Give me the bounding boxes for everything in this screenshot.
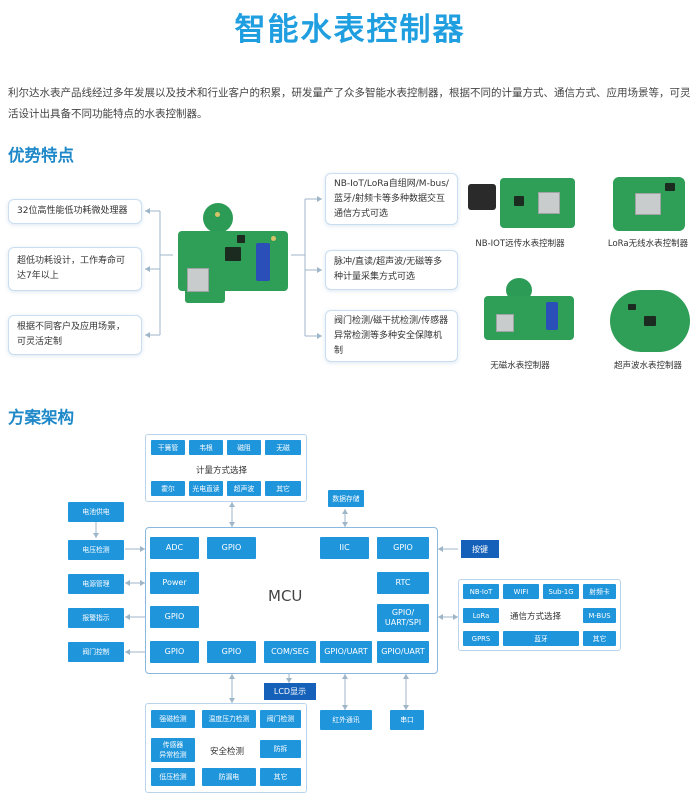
comm-option: WIFI xyxy=(503,584,539,599)
key-button-block: 按键 xyxy=(461,540,499,558)
comm-option: NB-IoT xyxy=(463,584,499,599)
non-magnetic-board-image xyxy=(484,278,574,352)
mcu-label: MCU xyxy=(268,587,303,605)
product-caption-ultrasonic: 超声波水表控制器 xyxy=(613,361,682,371)
comm-option: 蓝牙 xyxy=(503,631,579,646)
feature-text: 脉冲/直读/超声波/无磁等多种计量采集方式可选 xyxy=(334,257,443,282)
safety-label: 安全检测 xyxy=(210,747,245,757)
mcu-pin-iic: IIC xyxy=(320,537,369,559)
feature-box-customize: 根据不同客户及应用场景，可灵活定制 xyxy=(8,315,142,355)
safety-option: 传感器 异常检测 xyxy=(151,738,195,762)
valve-control-block: 阀门控制 xyxy=(68,642,124,662)
mcu-pin-gpio-uart-spi: GPIO/ UART/SPI xyxy=(377,604,429,632)
feature-text: 32位高性能低功耗微处理器 xyxy=(17,206,128,216)
architecture-heading: 方案架构 xyxy=(8,408,74,427)
metering-option: 干簧管 xyxy=(151,440,185,455)
intro-paragraph: 利尔达水表产品线经过多年发展以及技术和行业客户的积累，研发量产了众多智能水表控制… xyxy=(8,87,691,120)
advantages-heading: 优势特点 xyxy=(8,146,74,165)
feature-box-metering: 脉冲/直读/超声波/无磁等多种计量采集方式可选 xyxy=(325,250,458,290)
feature-text: 阀门检测/磁干扰检测/传感器异常检测等多种安全保障机制 xyxy=(334,315,449,356)
power-management-block: 电源管理 xyxy=(68,574,124,594)
communication-label: 通信方式选择 xyxy=(510,612,562,622)
product-caption-nb-iot: NB-IOT远传水表控制器 xyxy=(475,239,565,249)
feature-text: 根据不同客户及应用场景，可灵活定制 xyxy=(17,322,126,347)
ultrasonic-board-image xyxy=(610,290,690,352)
product-caption-lora: LoRa无线水表控制器 xyxy=(607,239,689,249)
data-storage-block: 数据存储 xyxy=(328,490,364,507)
serial-port-block: 串口 xyxy=(390,710,424,730)
mcu-pin-rtc: RTC xyxy=(377,572,429,594)
controller-board-image xyxy=(173,203,291,306)
feature-box-communication: NB-IoT/LoRa自组网/M-bus/蓝牙/射频卡等多种数据交互通信方式可选 xyxy=(325,173,458,225)
feature-box-safety: 阀门检测/磁干扰检测/传感器异常检测等多种安全保障机制 xyxy=(325,310,458,362)
comm-option: Sub-1G xyxy=(543,584,579,599)
feature-text: 超低功耗设计，工作寿命可达7年以上 xyxy=(17,256,126,281)
lora-board-image xyxy=(613,177,685,231)
alarm-indicator-block: 报警指示 xyxy=(68,608,124,628)
metering-option: 韦根 xyxy=(189,440,223,455)
metering-option: 霍尔 xyxy=(151,481,185,496)
safety-option: 阀门检测 xyxy=(260,710,301,728)
safety-option: 其它 xyxy=(260,768,301,786)
comm-option: LoRa xyxy=(463,608,499,623)
safety-option: 防漏电 xyxy=(202,768,256,786)
comm-option: 射频卡 xyxy=(583,584,616,599)
nb-iot-board-image xyxy=(468,172,578,234)
safety-option: 强磁检测 xyxy=(151,710,195,728)
metering-label: 计量方式选择 xyxy=(196,466,248,476)
mcu-pin-power: Power xyxy=(150,572,199,594)
mcu-pin-com-seg: COM/SEG xyxy=(264,641,316,663)
mcu-pin-gpio-top: GPIO xyxy=(207,537,256,559)
lcd-display-block: LCD显示 xyxy=(264,683,316,700)
product-caption-non-magnetic: 无磁水表控制器 xyxy=(490,361,550,371)
comm-option: 其它 xyxy=(583,631,616,646)
metering-option: 无磁 xyxy=(265,440,301,455)
comm-option: M-BUS xyxy=(583,608,616,623)
mcu-pin-gpio-left: GPIO xyxy=(150,641,199,663)
mcu-pin-gpio-uart: GPIO/UART xyxy=(377,641,429,663)
feature-text: NB-IoT/LoRa自组网/M-bus/蓝牙/射频卡等多种数据交互通信方式可选 xyxy=(334,178,449,219)
mcu-pin-gpio-top: GPIO xyxy=(377,537,429,559)
feature-box-processor: 32位高性能低功耗微处理器 xyxy=(8,199,142,224)
comm-option: GPRS xyxy=(463,631,499,646)
metering-option: 其它 xyxy=(265,481,301,496)
metering-option: 超声波 xyxy=(227,481,261,496)
safety-option: 防拆 xyxy=(260,740,301,758)
page-title: 智能水表控制器 xyxy=(234,12,466,48)
mcu-pin-gpio-bottom: GPIO xyxy=(207,641,256,663)
infrared-comm-block: 红外通讯 xyxy=(320,710,372,730)
mcu-pin-gpio-uart: GPIO/UART xyxy=(320,641,372,663)
safety-option: 低压检测 xyxy=(151,768,195,786)
safety-option: 温度压力检测 xyxy=(202,710,256,728)
metering-option: 磁阻 xyxy=(227,440,261,455)
metering-option: 光电直读 xyxy=(189,481,223,496)
battery-supply-block: 电池供电 xyxy=(68,502,124,522)
voltage-detect-block: 电压检测 xyxy=(68,540,124,560)
feature-box-low-power: 超低功耗设计，工作寿命可达7年以上 xyxy=(8,247,142,291)
mcu-pin-gpio-left: GPIO xyxy=(150,606,199,628)
mcu-pin-adc: ADC xyxy=(150,537,199,559)
